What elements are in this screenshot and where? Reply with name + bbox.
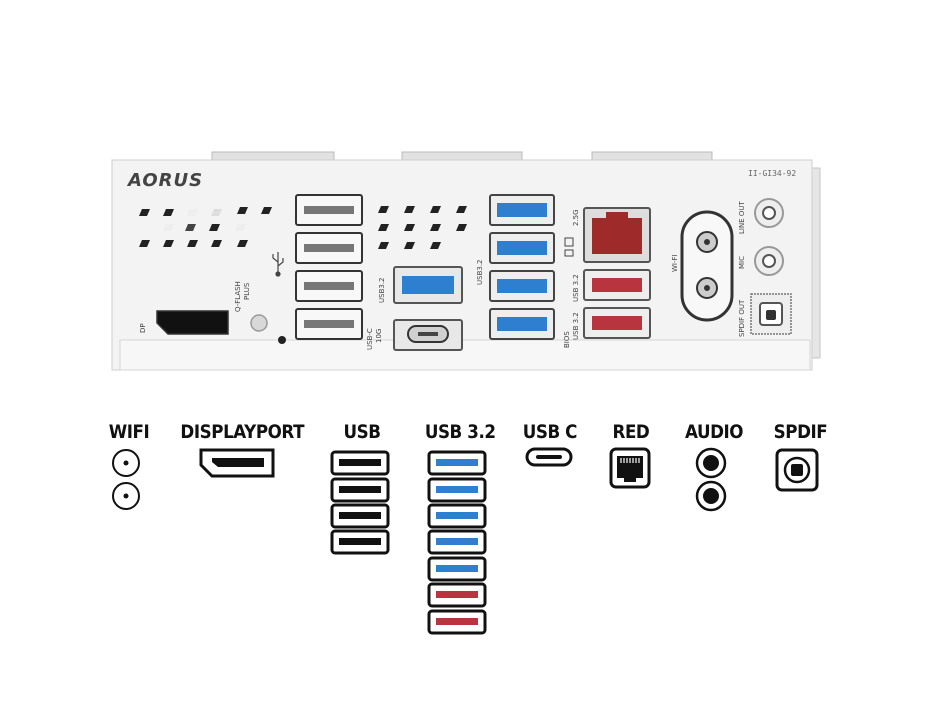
label-lan-speed: 2.5G [572,209,580,226]
displayport-icon [199,448,275,478]
usb32-usbc-stack [393,266,463,351]
panel-bottom-lip [119,339,811,371]
legend-title-spdif: SPDIF [773,421,828,443]
usbc-port-icon [525,447,573,467]
label-qflash: Q-FLASH [234,281,242,312]
legend-title-usbc: USB C [522,421,578,443]
legend-title-displayport: DISPLAYPORT [180,421,305,443]
legend-title-audio: AUDIO [684,421,744,443]
usb32-port-icons [427,450,487,635]
legend-title-wifi: WIFI [108,421,150,443]
label-usbc-speed: 10G [375,329,383,343]
label-qflash-plus: PLUS [243,282,251,300]
label-dp: DP [139,323,147,333]
label-usb32-b: USB3.2 [476,259,484,285]
vent-holes-middle [378,206,467,249]
spdif-port [750,293,792,335]
model-number: II-GI34-92 [748,169,796,178]
label-bios-usb32: USB 3.2 [572,312,580,340]
label-usb32-c: USB 3.2 [572,274,580,302]
label-bios: BIOS [563,331,571,348]
audio-jacks [754,198,784,276]
legend-title-usb: USB [343,421,381,443]
label-line-out: LINE OUT [738,201,746,234]
label-spdif-out: SPDIF OUT [738,299,746,337]
label-wifi: WI-FI [671,254,679,272]
lan-symbol-icon [564,237,574,257]
usb-symbol-icon [272,252,284,277]
audio-jack-icons [695,447,727,512]
lan-red-stack [583,207,651,339]
lan-port-icon [609,447,651,489]
usb-column [295,194,363,340]
io-panel: AORUS II-GI34-92 DP Q-FLASH PLUS [111,151,821,371]
brand-logo: AORUS [126,170,203,191]
legend-title-usb32: USB 3.2 [424,421,496,443]
displayport-connector [156,310,229,335]
qflash-button[interactable] [250,314,268,332]
legend-title-red: RED [612,421,650,443]
usb-port-icons [330,450,390,555]
wifi-antenna-icon [112,449,140,510]
usb32-column [489,194,555,340]
label-usbc: USB-C [366,328,374,350]
qflash-led [278,336,286,344]
vent-holes-left [139,207,272,247]
label-mic: MIC [738,256,746,269]
spdif-port-icon [775,448,819,492]
label-usb32-a: USB3.2 [378,277,386,303]
wifi-antenna-block [680,210,734,322]
